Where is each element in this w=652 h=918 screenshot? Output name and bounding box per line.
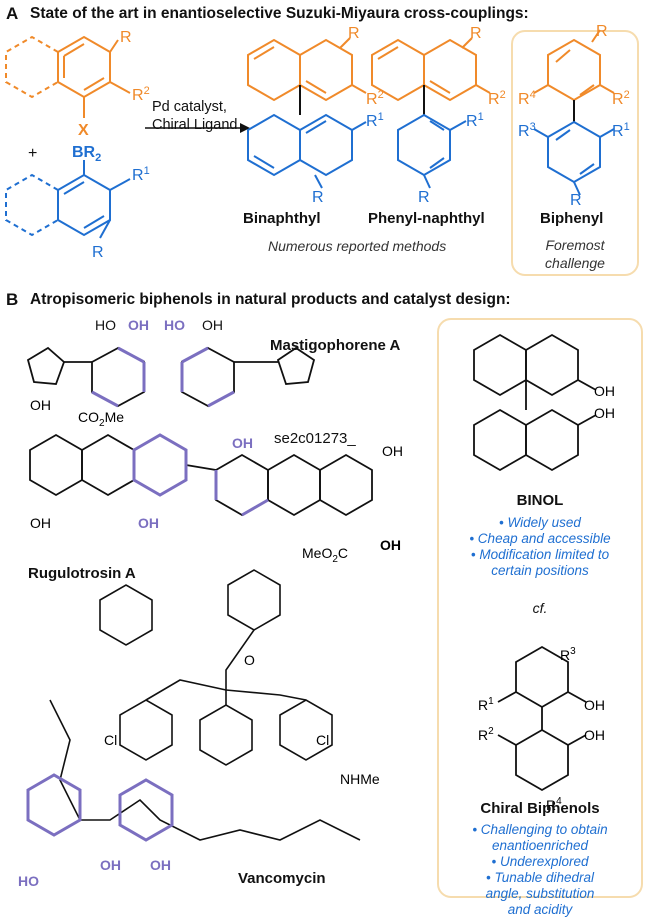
vancomycin-structure	[49, 569, 361, 841]
biphenyl-r-bottom: R	[570, 192, 582, 209]
aryl-halide-r2: R2	[132, 85, 150, 104]
reaction-condition-catalyst: Pd catalyst,	[152, 99, 227, 115]
phenyl-naphthyl-r-bottom: R	[418, 189, 430, 206]
compound-label-mastigophorene: Mastigophorene A	[270, 337, 401, 354]
boronate-r: R	[92, 244, 104, 261]
biphenyl-r3: R3	[518, 121, 536, 140]
svg-text:OH: OH	[128, 317, 149, 333]
compound-label-vancomycin: Vancomycin	[238, 870, 326, 887]
aryl-halide-structure	[5, 35, 131, 118]
svg-text:OH: OH	[30, 397, 51, 413]
binol-bullet-4: certain positions	[491, 563, 589, 578]
binol-structure	[473, 333, 597, 472]
binol-bullet-2: • Cheap and accessible	[469, 531, 611, 546]
binol-bullet-1: • Widely used	[499, 515, 581, 530]
chiral-biphenols-label: Chiral Biphenols	[480, 800, 600, 817]
svg-text:R2: R2	[478, 726, 494, 743]
svg-text:HO: HO	[95, 317, 116, 333]
svg-text:O: O	[244, 652, 255, 668]
rugulotrosin-structure	[29, 433, 373, 517]
biphenyl-r2: R2	[612, 89, 630, 108]
chiral-biphenol-structure	[497, 645, 587, 792]
svg-text:OH: OH	[380, 537, 401, 553]
svg-text:OH: OH	[584, 727, 605, 743]
panel-b-title: Atropisomeric biphenols in natural produ…	[30, 291, 511, 308]
biphenyl-structure	[533, 29, 615, 196]
binaphthyl-r: R	[348, 25, 360, 42]
biphenol-bullet-3: • Underexplored	[491, 854, 589, 869]
svg-text:OH: OH	[232, 435, 253, 451]
biphenol-bullet-6: and acidity	[507, 902, 573, 917]
biphenyl-r1: R1	[612, 121, 630, 140]
svg-text:R3: R3	[560, 646, 576, 663]
boronate-br2: BR2	[72, 144, 101, 164]
aryl-halide-r: R	[120, 29, 132, 46]
svg-text:CO2Me: CO2Me	[78, 409, 124, 429]
reaction-conditions: Pd catalyst, Chiral Ligand	[152, 98, 237, 134]
svg-text:OH: OH	[202, 317, 223, 333]
challenge-note: Foremost challenge	[511, 236, 639, 272]
svg-text:OH: OH	[150, 857, 171, 873]
svg-text:OH: OH	[594, 405, 615, 421]
panel-b-structures: HO OH HO OH OH CO2Me OH OH OH MeO2C OH O…	[18, 317, 615, 889]
cf-label: cf.	[532, 600, 548, 616]
binaphthyl-r1: R1	[366, 111, 384, 130]
compound-label-rugulotrosin: Rugulotrosin A	[28, 565, 136, 582]
svg-text:OH: OH	[382, 443, 403, 459]
halide-x: X	[78, 122, 89, 139]
reaction-condition-ligand: Chiral Ligand	[152, 117, 238, 133]
binaphthyl-structure	[247, 37, 367, 189]
product-label-binaphthyl: Binaphthyl	[243, 210, 321, 227]
svg-text:OH: OH	[100, 857, 121, 873]
svg-text:Cl: Cl	[316, 732, 329, 748]
mastigophorene-structure	[26, 346, 316, 408]
biphenol-bullet-2: enantioenriched	[491, 838, 589, 853]
product-label-biphenyl: Biphenyl	[540, 210, 604, 227]
binaphthyl-r-bottom: R	[312, 189, 324, 206]
phenyl-naphthyl-r: R	[470, 25, 482, 42]
biphenol-bullet-1: • Challenging to obtain	[472, 822, 608, 837]
svg-text:Cl: Cl	[104, 732, 117, 748]
binol-label: BINOL	[516, 492, 564, 509]
svg-text:OH: OH	[30, 515, 51, 531]
product-label-phenyl-naphthyl: Phenyl-naphthyl	[368, 210, 485, 227]
svg-text:R1: R1	[478, 696, 494, 713]
svg-text:OH: OH	[138, 515, 159, 531]
biphenyl-r4: R4	[518, 89, 536, 108]
biphenol-bullet-4: • Tunable dihedral	[485, 870, 595, 885]
biphenyl-r: R	[596, 23, 608, 40]
biphenyl-highlight-box	[511, 30, 639, 276]
panel-a-title: State of the art in enantioselective Suz…	[30, 5, 529, 22]
phenyl-naphthyl-structure	[371, 37, 491, 189]
boronate-structure	[5, 160, 131, 239]
panel-a-scheme: R R2 X + BR2 R1 R R R2 R1 R	[5, 23, 630, 261]
panel-a-letter: A	[6, 4, 19, 23]
phenyl-naphthyl-r1: R1	[466, 111, 484, 130]
challenge-note-line1: Foremost	[545, 237, 605, 253]
binaphthyl-r2: R2	[366, 89, 384, 108]
svg-text:OH: OH	[584, 697, 605, 713]
svg-text:HO: HO	[18, 873, 39, 889]
biphenol-bullet-5: angle, substitution	[485, 886, 595, 901]
boronate-r1: R1	[132, 165, 150, 184]
catalyst-design-box	[437, 318, 643, 898]
biphenol-bullets: • Challenging to obtain enantioenriched …	[437, 800, 643, 918]
binol-bullet-3: • Modification limited to	[470, 547, 610, 562]
panel-b-letter: B	[6, 290, 19, 309]
svg-text:MeO2C: MeO2C	[302, 545, 348, 565]
plus-sign: +	[28, 145, 37, 162]
phenyl-naphthyl-r2: R2	[488, 89, 506, 108]
svg-text:NHMe: NHMe	[340, 771, 380, 787]
svg-text:OH: OH	[594, 383, 615, 399]
svg-text:HO: HO	[164, 317, 185, 333]
challenge-note-line2: challenge	[545, 255, 605, 271]
methods-note: Numerous reported methods	[268, 238, 447, 254]
document-id: se2c01273_	[274, 430, 356, 447]
binol-bullets: • Widely used • Cheap and accessible • M…	[437, 515, 643, 579]
